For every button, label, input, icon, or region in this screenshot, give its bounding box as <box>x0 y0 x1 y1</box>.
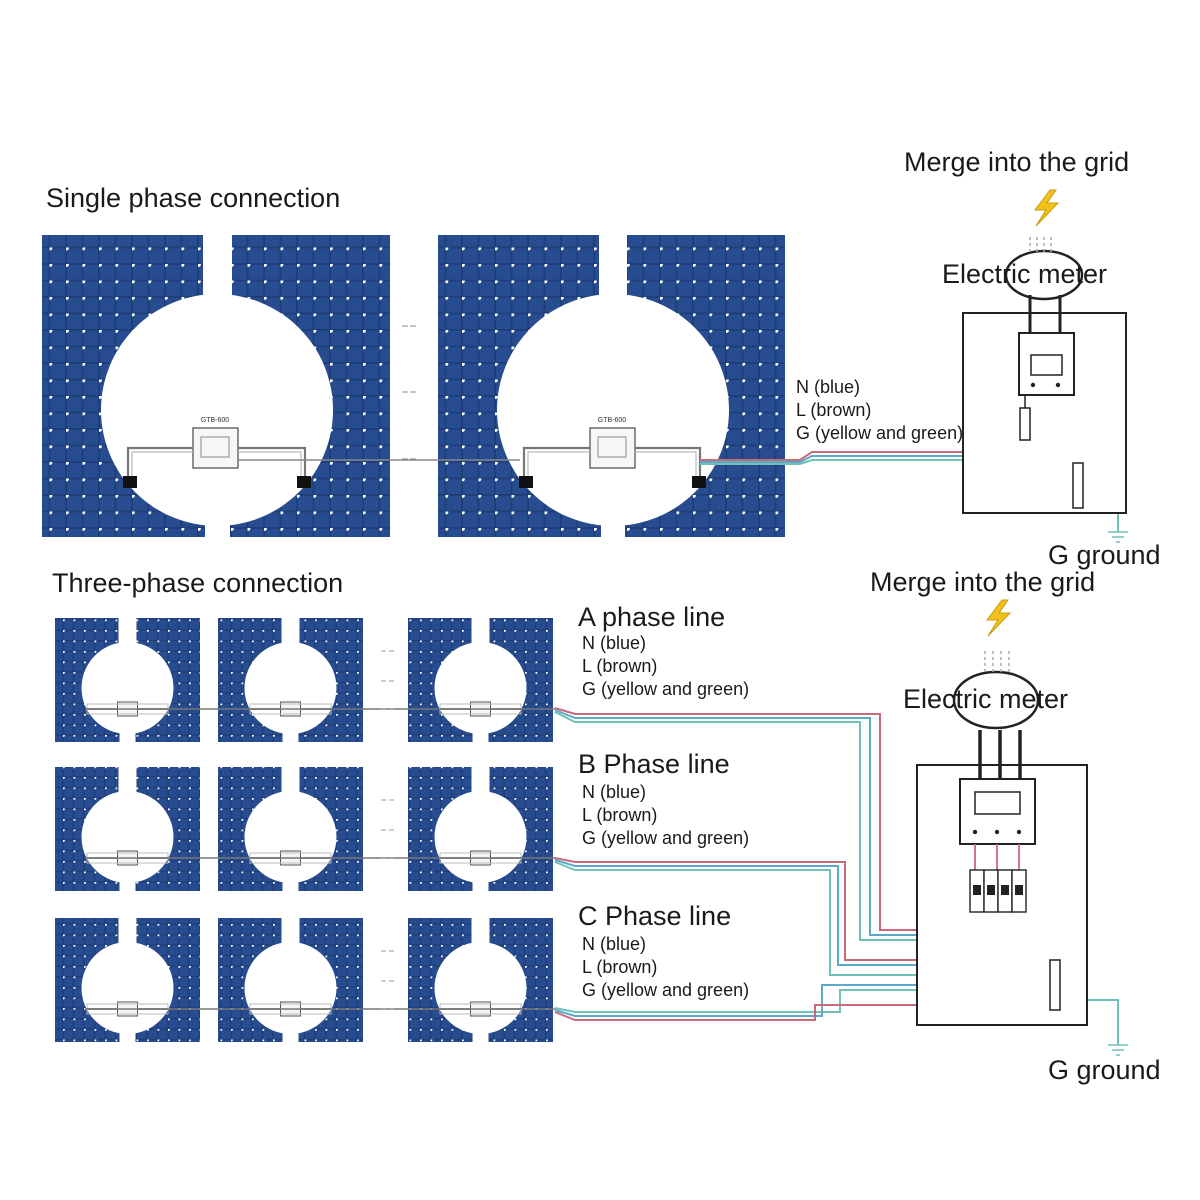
single-phase-grid-label: Merge into the grid <box>904 147 1130 177</box>
meter-enclosure-single <box>962 189 1128 543</box>
single-phase-wire-l: L (brown) <box>796 400 872 420</box>
solar-panel-unit <box>55 767 200 891</box>
lightning-icon <box>986 599 1012 637</box>
phase-b-wire-g: G (yellow and green) <box>582 828 750 848</box>
lightning-icon <box>1034 189 1060 227</box>
three-phase-group <box>55 599 1128 1056</box>
solar-panel-unit <box>408 767 553 891</box>
solar-panel-unit <box>408 918 553 1042</box>
phase-a-wire-g: G (yellow and green) <box>582 679 750 699</box>
phase-b-wire-l: L (brown) <box>582 805 658 825</box>
three-phase-grid-label: Merge into the grid <box>870 567 1096 597</box>
meter-ellipse <box>952 670 1040 730</box>
single-phase-wire-g: G (yellow and green) <box>796 423 964 443</box>
single-phase-ground-label: G ground <box>1048 540 1161 570</box>
solar-panel-pair-2 <box>438 235 785 540</box>
solar-panel-unit <box>55 918 200 1042</box>
three-phase-title: Three-phase connection <box>52 568 344 598</box>
single-phase-meter-label: Electric meter <box>942 259 1108 289</box>
solar-panel-pair-1 <box>42 235 390 540</box>
solar-panel-unit <box>55 618 200 742</box>
phase-c-wire-l: L (brown) <box>582 957 658 977</box>
phase-a-title: A phase line <box>578 602 726 632</box>
ground-symbol-icon <box>1108 1044 1128 1056</box>
phase-b-wire-n: N (blue) <box>582 782 647 802</box>
inverter-model-label: GTB-600 <box>598 417 627 424</box>
breaker <box>1019 407 1031 441</box>
single-phase-group: GTB-600 GTB-600 <box>42 189 1128 543</box>
connector-marks <box>402 325 416 460</box>
single-phase-title: Single phase connection <box>46 183 341 213</box>
microinverter-1: GTB-600 <box>123 417 420 488</box>
phase-a-wire-l: L (brown) <box>582 656 658 676</box>
solar-panel-unit <box>218 618 363 742</box>
ground-bar <box>1049 959 1061 1011</box>
solar-panel-unit <box>218 918 363 1042</box>
single-phase-wire-n: N (blue) <box>796 377 861 397</box>
inverter-model-label: GTB-600 <box>201 417 230 424</box>
meter-enclosure-three <box>916 599 1128 1056</box>
phase-c-title: C Phase line <box>578 901 732 931</box>
phase-a-wire-n: N (blue) <box>582 633 647 653</box>
inverter-mount-cutout <box>497 294 729 526</box>
inverter-box <box>192 427 239 469</box>
ground-bar <box>1072 462 1084 509</box>
phase-c-wire-n: N (blue) <box>582 934 647 954</box>
solar-panel-unit <box>408 618 553 742</box>
inverter-mount-cutout <box>101 294 333 526</box>
solar-panel-unit <box>218 767 363 891</box>
phase-b-title: B Phase line <box>578 749 730 779</box>
three-phase-meter-label: Electric meter <box>903 684 1069 714</box>
three-pole-breaker <box>969 869 1027 913</box>
three-phase-ground-label: G ground <box>1048 1055 1161 1085</box>
phase-c-wire-g: G (yellow and green) <box>582 980 750 1000</box>
ground-symbol-icon <box>1108 531 1128 543</box>
microinverter-2: GTB-600 <box>420 417 706 488</box>
inverter-box <box>589 427 636 469</box>
